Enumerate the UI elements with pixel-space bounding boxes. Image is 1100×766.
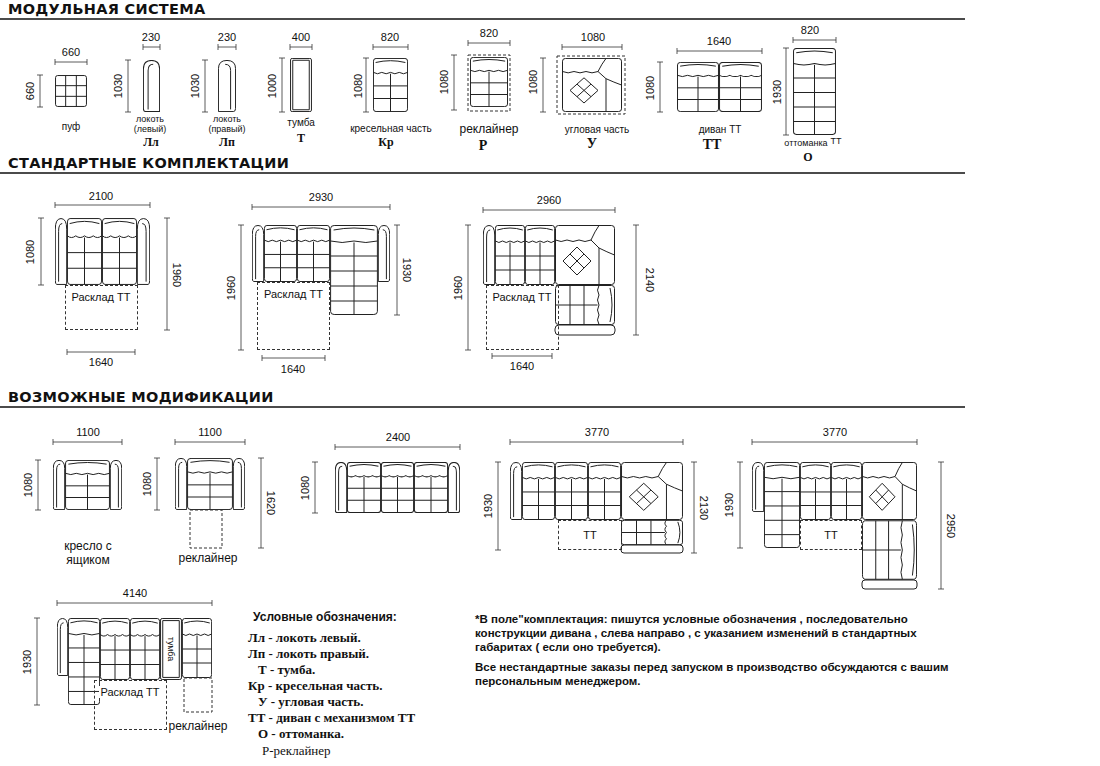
legend-entry: Кр - кресельная часть.: [248, 678, 382, 694]
area-label: Расклад ТТ: [491, 291, 554, 303]
area-label: ТТ: [822, 529, 839, 541]
area-label: Расклад ТТ: [262, 288, 325, 300]
dimension-label: 660: [24, 82, 36, 100]
module-code: Р: [479, 138, 488, 154]
dimension-label: 2960: [537, 194, 561, 206]
dimension-label: 1030: [189, 74, 201, 98]
module-caption: угловая часть: [565, 124, 629, 135]
dimension-label: 3770: [823, 426, 847, 438]
dimension-label: 4140: [123, 587, 147, 599]
module-caption: оттоманка: [784, 138, 827, 148]
dimension-label: 1640: [89, 356, 113, 368]
module-code: ТТ: [703, 137, 722, 153]
legend-entry: У - угловая часть.: [258, 694, 364, 710]
module-caption: пуф: [62, 121, 81, 132]
module-caption: кресельная часть: [350, 123, 432, 134]
dimension-label: 230: [142, 31, 160, 43]
dimension-label: 400: [292, 31, 310, 43]
legend-entry: ТТ - диван с механизмом ТТ: [248, 710, 415, 726]
dimension-label: 1930: [771, 80, 783, 104]
module-caption: тумба: [287, 117, 314, 128]
module-code: Лп: [219, 135, 235, 150]
dimension-label: 1640: [281, 363, 305, 375]
module-code: О: [803, 150, 812, 165]
module-code: Лл: [143, 135, 159, 150]
dimension-label: 820: [381, 31, 399, 43]
dimension-label: 2100: [89, 190, 113, 202]
dimension-label: 1030: [112, 74, 124, 98]
dimension-label: 230: [218, 31, 236, 43]
dimension-label: 1080: [527, 70, 539, 94]
module-caption: кресло с ящиком: [53, 539, 123, 567]
dimension-label: 1080: [352, 74, 364, 98]
dimension-label: 1930: [482, 494, 494, 518]
dimension-label: 1960: [452, 276, 464, 300]
notes-block: *В поле"комплектация: пишутся условные о…: [475, 612, 967, 694]
section-heading: МОДУЛЬНАЯ СИСТЕМА: [8, 1, 205, 18]
section-heading: ВОЗМОЖНЫЕ МОДИФИКАЦИИ: [8, 389, 274, 406]
module-caption: диван ТТ: [699, 124, 742, 135]
fold-out-area: Расклад ТТ: [65, 285, 138, 330]
fold-out-area: Расклад ТТ: [486, 285, 559, 350]
dimension-label: 1080: [24, 240, 36, 264]
module-caption: локоть (левый): [125, 114, 175, 134]
area-label: ТТ: [581, 529, 598, 541]
dimension-label: 2950: [945, 514, 957, 538]
dimension-label: 1000: [266, 74, 278, 98]
fold-out-area: Расклад ТТ: [257, 282, 330, 350]
legend-heading: Условные обозначения:: [253, 610, 397, 624]
fold-out-area: ТТ: [558, 520, 622, 550]
module-caption: тумба: [166, 637, 176, 662]
dimension-label: 3770: [585, 426, 609, 438]
legend-entry: Р-реклайнер: [262, 743, 331, 759]
dimension-label: 2400: [386, 431, 410, 443]
dimension-label: 1100: [76, 426, 100, 438]
legend-entry: Лп - локоть правый.: [248, 646, 369, 662]
legend-entry: Т - тумба.: [258, 662, 315, 678]
dimension-label: 1080: [299, 476, 311, 500]
dimension-label: 1080: [644, 76, 656, 100]
dimension-label: 1960: [171, 263, 183, 287]
dimension-label: 2130: [698, 496, 710, 520]
dimension-label: 1080: [22, 473, 34, 497]
dimension-label: 1100: [198, 426, 222, 438]
fold-out-area: Расклад ТТ: [94, 680, 167, 730]
dimension-label: 820: [480, 27, 498, 39]
fold-out-area: ТТ: [800, 520, 862, 550]
module-caption: реклайнер: [168, 719, 227, 733]
note-text: *В поле"комплектация: пишутся условные о…: [475, 612, 967, 654]
dimension-label: 2140: [644, 268, 656, 292]
dimension-label: 2930: [309, 191, 333, 203]
area-label: Расклад ТТ: [70, 291, 133, 303]
module-caption: реклайнер: [459, 122, 518, 136]
dimension-label: 1080: [438, 70, 450, 94]
legend-entry: Лл - локоть левый.: [248, 630, 361, 646]
module-caption: реклайнер: [178, 551, 237, 565]
module-code: Кр: [378, 135, 393, 150]
dimension-label: 1640: [707, 35, 731, 47]
dimension-label: 1930: [723, 493, 735, 517]
dimension-label: 1640: [510, 360, 534, 372]
dimension-label: 1930: [401, 258, 413, 282]
module-code: У: [587, 136, 597, 152]
dimension-label: 1930: [21, 650, 33, 674]
dimension-label: 1080: [141, 472, 153, 496]
module-caption: ТТ: [831, 136, 842, 146]
dimension-label: 1080: [581, 31, 605, 43]
module-code: Т: [297, 131, 305, 146]
area-label: Расклад ТТ: [99, 686, 162, 698]
module-caption: локоть (правый): [201, 114, 253, 134]
dimension-label: 660: [62, 46, 80, 58]
dimension-label: 820: [801, 24, 819, 36]
section-heading: СТАНДАРТНЫЕ КОМПЛЕКТАЦИИ: [8, 155, 289, 172]
dimension-label: 1960: [225, 276, 237, 300]
legend-entry: О - оттоманка.: [258, 726, 344, 742]
note-text: Все нестандартные заказы перед запуском …: [475, 660, 967, 688]
dimension-label: 1620: [265, 491, 277, 515]
